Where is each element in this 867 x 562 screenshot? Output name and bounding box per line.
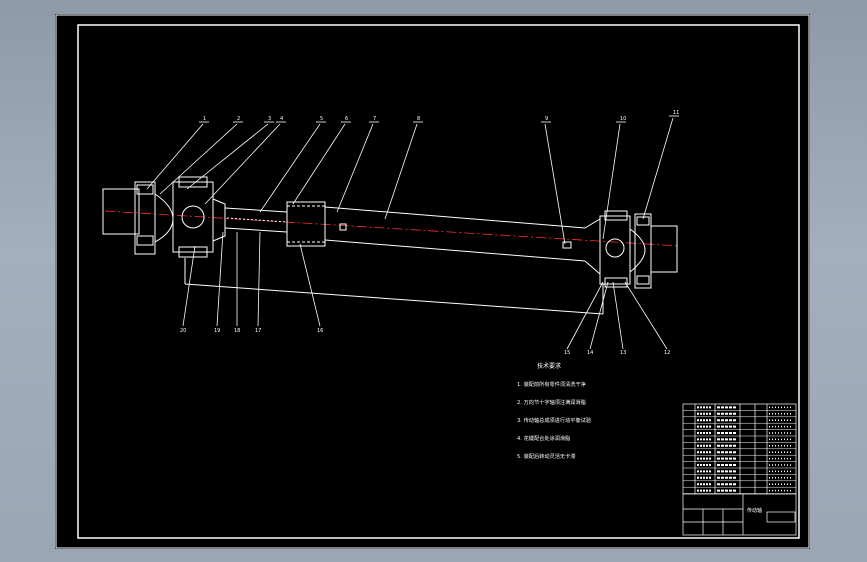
left-ujoint-cap-top — [178, 176, 208, 188]
left-flange-body — [102, 188, 140, 235]
note-line: 3. 传动轴总成须进行动平衡试验 — [517, 416, 592, 424]
part-balloon: 9 — [545, 116, 548, 122]
spline-top — [224, 207, 288, 213]
spline-bottom — [224, 227, 288, 233]
dim-overall-length — [184, 283, 604, 315]
spline-sleeve — [286, 201, 326, 247]
part-balloon: 18 — [234, 328, 240, 334]
right-ujoint-cap-top — [604, 210, 628, 221]
part-balloon: 1 — [203, 116, 206, 122]
part-balloon: 12 — [664, 350, 670, 356]
sleeve-threads — [287, 205, 325, 243]
notes-title: 技术要求 — [537, 362, 561, 370]
part-balloon: 17 — [255, 328, 261, 334]
balloons-top: 1 2 3 4 5 6 7 8 9 10 11 — [199, 110, 679, 123]
left-yoke-curve — [154, 193, 174, 243]
part-balloon: 14 — [587, 350, 593, 356]
part-balloon: 15 — [564, 350, 570, 356]
left-cross-bearing — [181, 205, 205, 229]
part-balloon: 10 — [620, 116, 626, 122]
part-balloon: 20 — [180, 328, 186, 334]
leaders-top — [146, 117, 674, 245]
left-flange-plate — [134, 181, 156, 255]
part-balloon: 2 — [237, 116, 240, 122]
leaders-bottom — [182, 231, 668, 350]
right-flange-bolt-top — [636, 216, 650, 226]
right-slip-yoke — [584, 218, 601, 276]
inner-frame — [77, 24, 800, 539]
right-flange-bolt-bottom — [636, 275, 650, 285]
right-yoke-curve — [629, 228, 646, 273]
title-block — [682, 403, 797, 536]
part-balloon: 11 — [673, 110, 679, 116]
part-balloon: 3 — [268, 116, 271, 122]
note-line: 1. 装配前所有零件须清洗干净 — [517, 380, 586, 388]
right-cross-bearing — [605, 238, 625, 258]
centerline — [104, 210, 681, 247]
note-line: 5. 装配后转动灵活无卡滞 — [517, 452, 575, 460]
part-balloon: 5 — [320, 116, 323, 122]
shaft-assembly — [102, 176, 678, 315]
right-ujoint-cap-bottom — [604, 277, 628, 288]
part-balloon: 7 — [373, 116, 376, 122]
part-balloon: 16 — [317, 328, 323, 334]
part-balloon: 4 — [280, 116, 283, 122]
part-balloon: 13 — [620, 350, 626, 356]
technical-notes: 技术要求 1. 装配前所有零件须清洗干净 2. 万向节十字轴须注满润滑脂 3. 传动… — [517, 362, 592, 460]
right-flange-body — [650, 225, 678, 273]
part-balloon: 6 — [345, 116, 348, 122]
left-flange-bolt-top — [136, 184, 154, 195]
left-flange-bolt-bottom — [136, 235, 154, 246]
tube-bottom — [324, 239, 586, 262]
balance-weight-left — [339, 223, 347, 231]
title-block-label: 传动轴 — [747, 507, 762, 514]
part-balloon: 8 — [417, 116, 420, 122]
balloons-bottom: 20 19 18 17 16 15 14 13 12 — [180, 328, 670, 356]
right-ujoint — [599, 215, 631, 285]
outer-frame — [55, 14, 810, 549]
part-balloon: 19 — [214, 328, 220, 334]
tube-top — [324, 206, 586, 229]
left-ujoint — [172, 181, 214, 253]
balance-weight-right — [562, 241, 572, 249]
note-line: 4. 花键配合处涂润滑脂 — [517, 434, 570, 442]
left-slip-yoke — [212, 198, 226, 242]
note-line: 2. 万向节十字轴须注满润滑脂 — [517, 398, 586, 406]
